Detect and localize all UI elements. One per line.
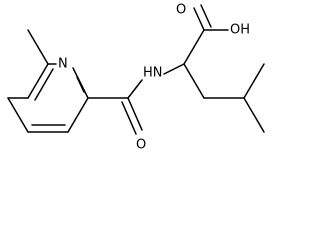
- bond-ch-methyl-1: [243, 63, 265, 99]
- bond-carbonyl-o-1: [127, 97, 143, 131]
- bond-ring-3-inner: [76, 76, 85, 93]
- bond-ring-methyl: [27, 29, 49, 65]
- bond-alpha-acid: [183, 29, 205, 65]
- atom-label-amide-nh: HN: [143, 66, 163, 81]
- bond-alpha-ch2: [183, 63, 205, 99]
- bond-ring-6: [7, 97, 29, 133]
- pyridine-ring: [7, 63, 89, 133]
- bond-carbonyl-nh: [127, 79, 143, 99]
- chemical-structure: N HN O O OH: [7, 3, 265, 153]
- bond-nh-alpha: [163, 63, 185, 75]
- bond-ch-methyl-2: [243, 97, 265, 133]
- atom-label-carbonyl-o: O: [136, 138, 146, 153]
- bond-acid-o-2: [200, 4, 212, 28]
- bond-acid-o-1: [193, 7, 205, 31]
- bond-ring-1: [27, 63, 49, 99]
- bond-ring-4: [67, 97, 89, 133]
- atom-label-acid-oh: OH: [230, 23, 250, 38]
- bond-ring-1-inner: [34, 68, 54, 101]
- atom-label-acid-o: O: [176, 3, 186, 18]
- bond-carbonyl-o-2: [121, 101, 137, 135]
- atom-label-ring-n: N: [58, 57, 68, 72]
